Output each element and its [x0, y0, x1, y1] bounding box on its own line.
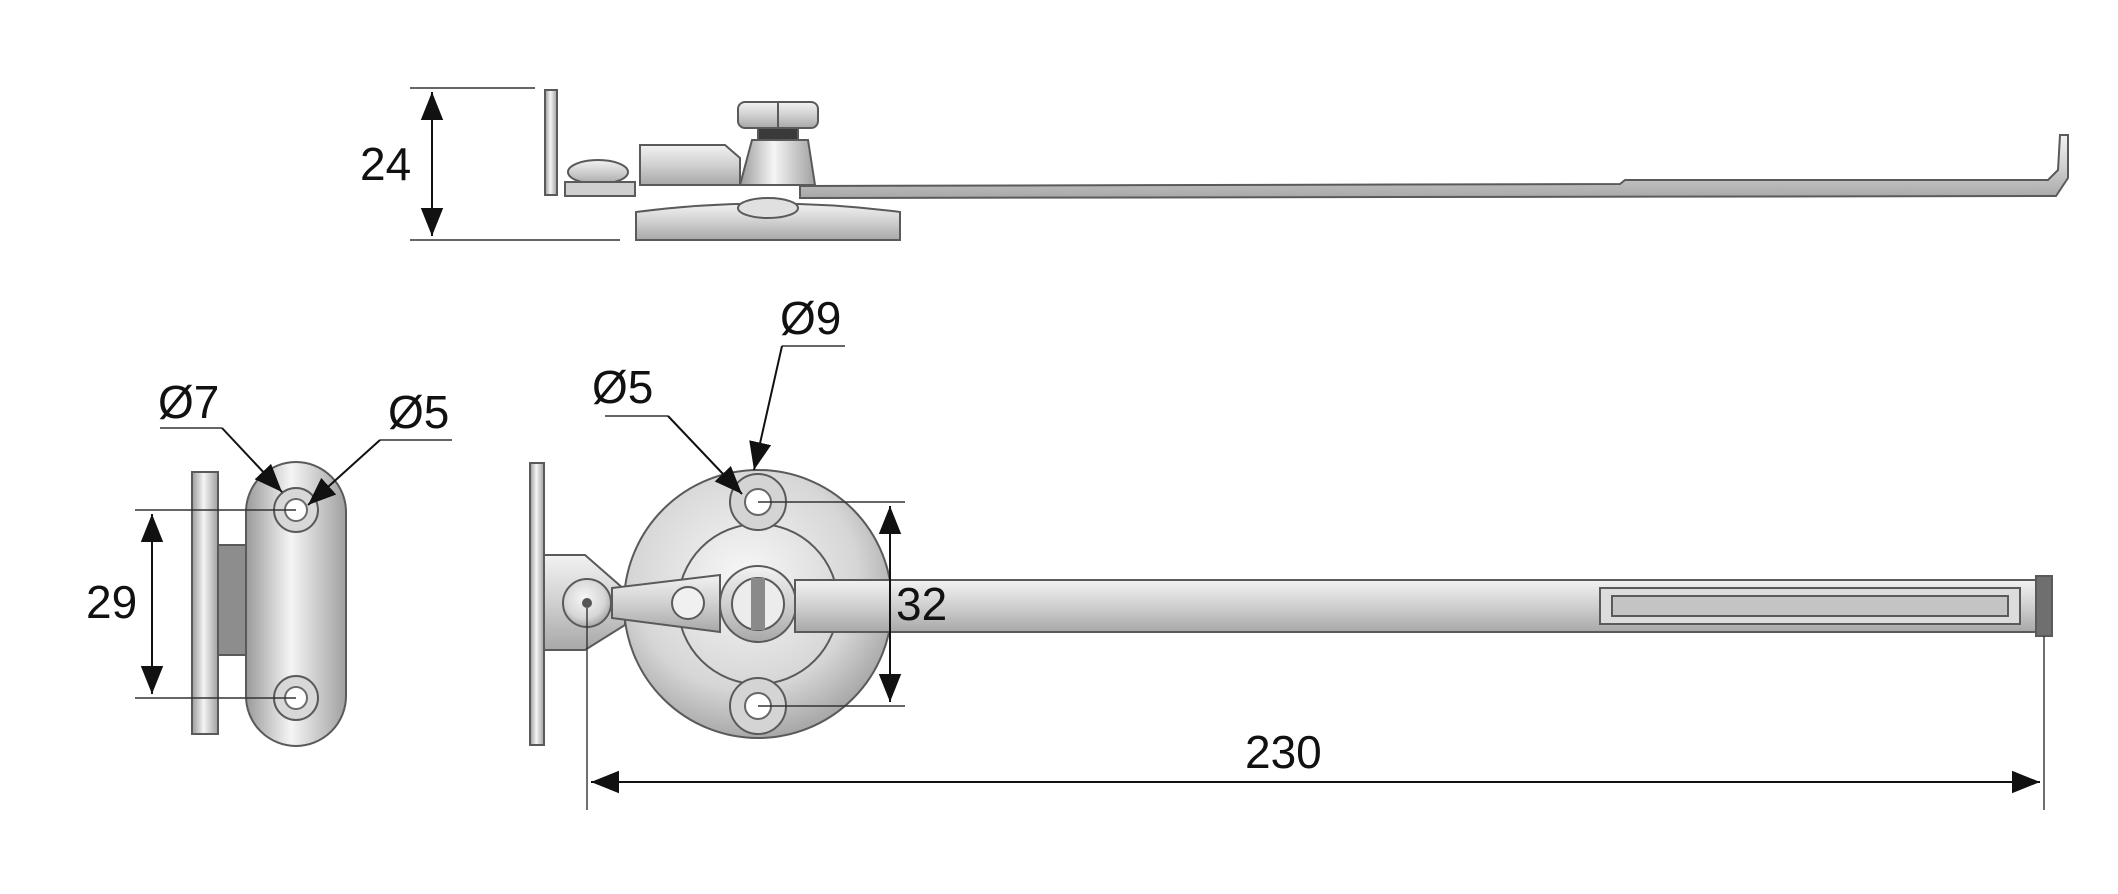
end-base-oval: [245, 461, 347, 747]
dim-top-diameter-small: Ø5: [592, 361, 653, 413]
dim-top-diameter-large: Ø9: [780, 292, 841, 344]
dim-side-height: 24: [360, 138, 411, 190]
dim-end-diameter-large: Ø7: [158, 376, 219, 428]
top-wall-plate: [529, 462, 545, 746]
side-pivot-knob: [567, 159, 629, 185]
side-arm: [799, 134, 2069, 200]
dim-top-hole-spacing: 32: [896, 578, 947, 630]
dim-end-hole-spacing: 29: [86, 576, 137, 628]
side-pillar: [738, 139, 817, 186]
end-view: Ø7 Ø5 29: [86, 376, 452, 747]
end-hinge: [217, 544, 247, 656]
side-hinge-leaf: [564, 181, 636, 197]
top-arm-slot-inner: [1611, 595, 2009, 617]
dim-total-length: 230: [1245, 726, 1322, 778]
side-rivet: [737, 197, 799, 219]
dim-end-diameter-small: Ø5: [388, 386, 449, 438]
side-body-block: [639, 144, 741, 186]
top-view: Ø5 Ø9 32 230: [529, 292, 2053, 810]
top-link-hole: [671, 586, 705, 620]
top-screw-slot: [751, 578, 765, 630]
top-pivot-center: [582, 598, 592, 608]
side-view: 24: [360, 87, 2069, 241]
side-wall-plate: [544, 89, 558, 196]
top-arm-end: [2035, 575, 2053, 637]
end-wall-plate: [191, 471, 219, 735]
